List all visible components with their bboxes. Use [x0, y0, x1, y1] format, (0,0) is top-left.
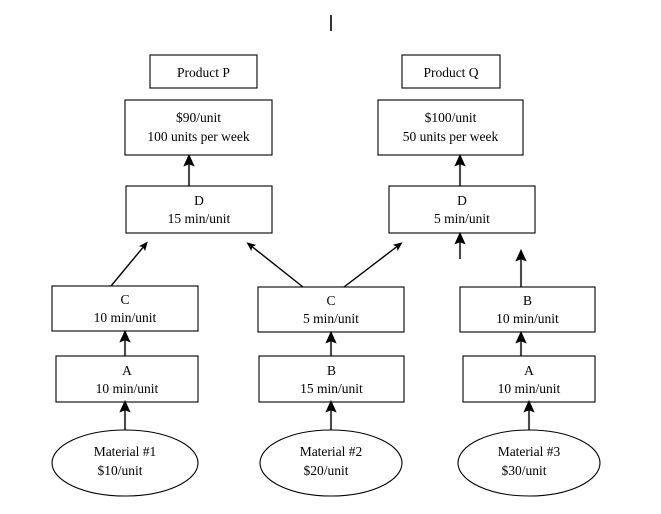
op-a-left-time: 10 min/unit	[96, 381, 159, 396]
op-c-middle-box	[257, 286, 405, 333]
material-2-ellipse	[259, 429, 403, 497]
op-a-right-time: 10 min/unit	[498, 381, 561, 396]
edge-cmiddle-to-dright	[343, 242, 403, 288]
op-b-middle-resource: B	[327, 363, 336, 378]
op-d-left-resource: D	[194, 193, 204, 208]
product-p-detail-box	[124, 99, 273, 156]
op-a-right-resource: A	[524, 363, 534, 378]
op-d-left-box	[125, 185, 273, 234]
material-2-cost: $20/unit	[303, 463, 348, 478]
material-1-cost: $10/unit	[97, 463, 142, 478]
op-b-right-resource: B	[523, 293, 532, 308]
material-1-ellipse	[51, 429, 199, 497]
material-3-cost: $30/unit	[501, 463, 546, 478]
op-c-middle-time: 5 min/unit	[303, 311, 359, 326]
product-q-box	[401, 54, 501, 89]
material-2-label: Material #2	[300, 444, 363, 459]
edge-cleft-to-dleft	[110, 241, 148, 287]
op-c-left-box	[51, 285, 199, 332]
product-p-demand: 100 units per week	[147, 129, 250, 144]
op-d-left-time: 15 min/unit	[168, 211, 231, 226]
product-q-price: $100/unit	[425, 110, 477, 125]
op-c-middle-resource: C	[326, 293, 335, 308]
material-1-label: Material #1	[94, 444, 157, 459]
product-q-demand: 50 units per week	[403, 129, 499, 144]
op-b-right-time: 10 min/unit	[496, 311, 559, 326]
op-c-left-resource: C	[120, 292, 129, 307]
op-b-right-box	[459, 286, 596, 333]
op-d-right-time: 5 min/unit	[434, 211, 490, 226]
op-b-middle-time: 15 min/unit	[300, 381, 363, 396]
material-3-ellipse	[457, 429, 601, 497]
op-a-right-box	[462, 355, 596, 403]
edge-cmiddle-to-dleft	[246, 242, 304, 288]
material-3-label: Material #3	[498, 444, 561, 459]
op-d-right-resource: D	[457, 193, 467, 208]
product-q-label: Product Q	[423, 65, 478, 80]
product-p-label: Product P	[177, 65, 230, 80]
product-p-box	[149, 54, 258, 89]
op-c-left-time: 10 min/unit	[94, 310, 157, 325]
op-a-left-resource: A	[122, 363, 132, 378]
product-p-price: $90/unit	[176, 110, 221, 125]
product-q-detail-box	[377, 99, 524, 156]
op-a-left-box	[55, 355, 199, 403]
